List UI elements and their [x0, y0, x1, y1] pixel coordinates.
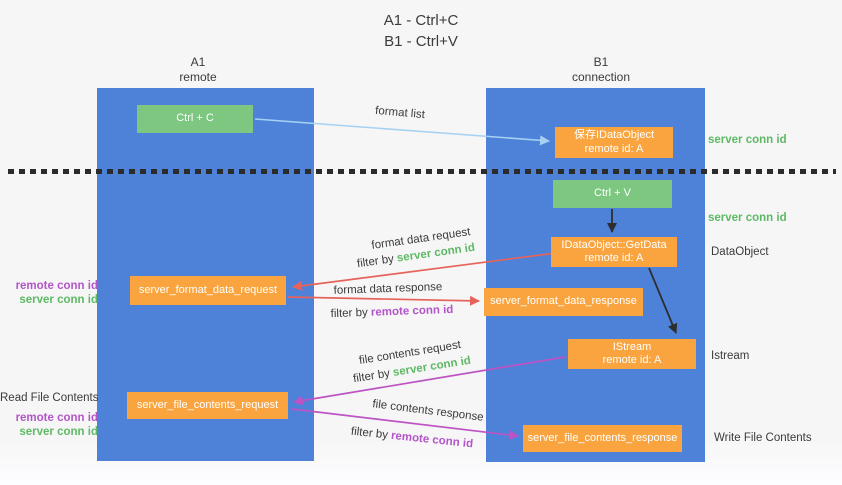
edge-label-filter-by-remote-conn-id-1: filter by remote conn id — [330, 304, 453, 320]
node-server-file-contents-response: server_file_contents_response — [523, 425, 682, 452]
node-idataobject-getdata: IDataObject::GetData remote id: A — [551, 237, 677, 267]
diagram-title-line1: A1 - Ctrl+C — [383, 12, 459, 29]
node-file-response-label: server_file_contents_response — [527, 431, 678, 444]
node-format-request-label: server_format_data_request — [138, 283, 278, 296]
node-server-format-data-request: server_format_data_request — [130, 276, 286, 305]
column-a1-name: A1 — [190, 55, 206, 69]
column-a1-role: remote — [179, 70, 217, 84]
filter-by-text: filter by — [350, 425, 392, 442]
node-ctrl-v: Ctrl + V — [553, 180, 672, 208]
edge-label-format-list: format list — [374, 104, 426, 122]
diagram-title: A1 - Ctrl+C B1 - Ctrl+V — [0, 10, 842, 52]
node-save-idataobject-line2: remote id: A — [584, 142, 644, 155]
node-format-response-label: server_format_data_response — [490, 295, 637, 308]
edge-label-file-contents-response: file contents response — [371, 398, 485, 424]
node-ctrl-v-label: Ctrl + V — [594, 187, 631, 200]
node-getdata-line1: IDataObject::GetData — [561, 238, 667, 251]
node-ctrl-c: Ctrl + C — [137, 105, 253, 133]
right-label-server-conn-id-2: server conn id — [708, 212, 787, 224]
node-file-request-label: server_file_contents_request — [136, 398, 279, 411]
left-label-server-conn-id-2: server conn id — [19, 426, 98, 438]
node-server-format-data-response: server_format_data_response — [484, 288, 643, 316]
filter-by-text: filter by — [352, 367, 394, 386]
phase-separator-dotted-line — [8, 169, 836, 174]
edge-label-format-data-response: format data response — [333, 281, 443, 297]
right-label-istream: Istream — [711, 350, 750, 362]
right-label-dataobject: DataObject — [711, 246, 769, 258]
node-istream-line1: IStream — [612, 340, 652, 353]
left-label-server-conn-id-1: server conn id — [19, 294, 98, 306]
column-header-b1: B1 connection — [541, 55, 661, 85]
node-save-idataobject: 保存IDataObject remote id: A — [555, 127, 673, 158]
column-b1-name: B1 — [593, 55, 609, 69]
node-istream: IStream remote id: A — [568, 339, 696, 369]
node-save-idataobject-line1: 保存IDataObject — [573, 129, 655, 141]
remote-conn-id-text: remote conn id — [390, 429, 474, 451]
column-header-a1: A1 remote — [138, 55, 258, 85]
left-label-conn-ids-2: remote conn id server conn id — [0, 411, 98, 439]
node-server-file-contents-request: server_file_contents_request — [127, 392, 288, 419]
column-b1-role: connection — [571, 70, 631, 84]
filter-by-text: filter by — [330, 306, 372, 321]
left-label-read-file-contents: Read File Contents — [0, 392, 99, 404]
node-istream-line2: remote id: A — [602, 354, 662, 366]
remote-conn-id-text: remote conn id — [370, 303, 454, 319]
node-ctrl-c-label: Ctrl + C — [176, 112, 214, 125]
node-getdata-line2: remote id: A — [584, 252, 644, 264]
diagram-title-line2: B1 - Ctrl+V — [384, 33, 458, 50]
edge-label-filter-by-remote-conn-id-2: filter by remote conn id — [350, 426, 473, 451]
right-label-server-conn-id-1: server conn id — [708, 134, 787, 146]
right-label-write-file-contents: Write File Contents — [714, 432, 812, 444]
arrow-format-data-response — [287, 295, 480, 306]
left-label-remote-conn-id-2: remote conn id — [15, 412, 98, 424]
left-label-remote-conn-id-1: remote conn id — [15, 280, 98, 292]
left-label-conn-ids-1: remote conn id server conn id — [0, 279, 98, 307]
filter-by-text: filter by — [356, 252, 398, 271]
